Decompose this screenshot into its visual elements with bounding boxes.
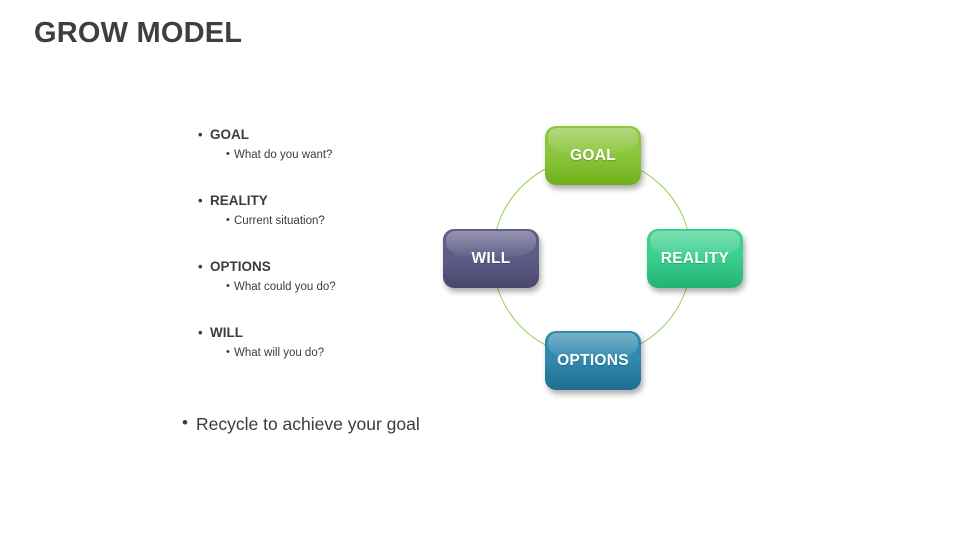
diagram-node-will[interactable]: WILL bbox=[443, 229, 539, 288]
diagram-node-options-label: OPTIONS bbox=[557, 351, 629, 369]
bullet-main-options: OPTIONS bbox=[198, 258, 478, 280]
bullet-main-goal: GOAL bbox=[198, 126, 478, 148]
footer-bullet-recycle: Recycle to achieve your goal bbox=[182, 413, 420, 435]
diagram-node-reality[interactable]: REALITY bbox=[647, 229, 743, 288]
bullet-sub-goal: What do you want? bbox=[198, 147, 478, 192]
bullet-group-will: WILL What will you do? bbox=[198, 324, 478, 390]
diagram-node-will-label: WILL bbox=[471, 249, 511, 267]
bullet-main-will: WILL bbox=[198, 324, 478, 346]
diagram-node-goal[interactable]: GOAL bbox=[545, 126, 641, 185]
bullet-sub-reality: Current situation? bbox=[198, 213, 478, 258]
bullet-group-reality: REALITY Current situation? bbox=[198, 192, 478, 258]
diagram-node-options[interactable]: OPTIONS bbox=[545, 331, 641, 390]
bullet-sub-will: What will you do? bbox=[198, 345, 478, 390]
page-title: GROW MODEL bbox=[34, 17, 243, 49]
bullet-sub-options: What could you do? bbox=[198, 279, 478, 324]
grow-bullet-list: GOAL What do you want? REALITY Current s… bbox=[198, 126, 478, 390]
bullet-main-reality: REALITY bbox=[198, 192, 478, 214]
bullet-group-options: OPTIONS What could you do? bbox=[198, 258, 478, 324]
diagram-node-reality-label: REALITY bbox=[660, 249, 730, 267]
grow-cycle-diagram: GOAL REALITY OPTIONS WILL bbox=[430, 110, 760, 410]
diagram-node-goal-label: GOAL bbox=[570, 146, 616, 164]
bullet-group-goal: GOAL What do you want? bbox=[198, 126, 478, 192]
